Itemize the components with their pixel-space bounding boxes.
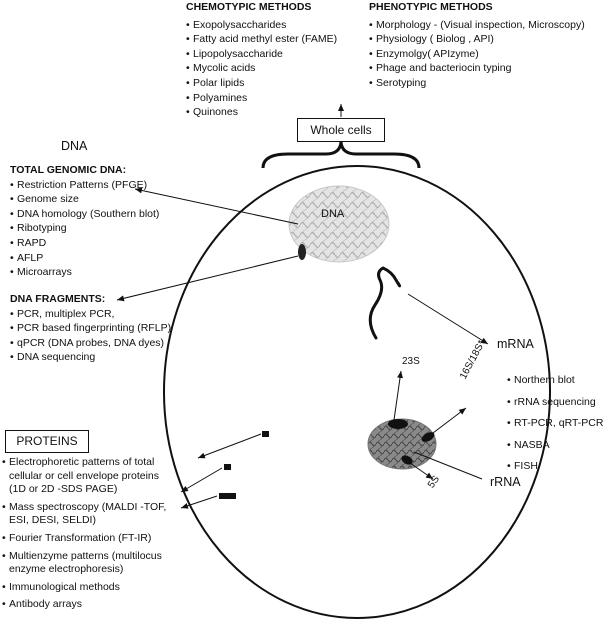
proteins-methods: Electrophoretic patterns of total cellul… [2, 456, 178, 612]
chemotypic-list: Exopolysaccharides Fatty acid methyl est… [186, 18, 356, 120]
dna-core-label: DNA [321, 208, 345, 220]
list-item: Enzymolgy( APIzyme) [369, 47, 609, 62]
list-item: Genome size [10, 192, 190, 207]
phenotypic-list: Morphology - (Visual inspection, Microsc… [369, 18, 609, 91]
dna-fragments-list: PCR, multiplex PCR, PCR based fingerprin… [10, 307, 188, 365]
list-item: Antibody arrays [2, 598, 178, 612]
protein-mark-1 [262, 431, 269, 437]
phenotypic-methods: PHENOTYPIC METHODS Morphology - (Visual … [369, 0, 609, 91]
list-item: Lipopolysaccharide [186, 47, 356, 62]
label-23s: 23S [402, 356, 420, 367]
list-item: Morphology - (Visual inspection, Microsc… [369, 18, 609, 33]
list-item: Polyamines [186, 91, 356, 106]
list-item: Quinones [186, 105, 356, 120]
phenotypic-title: PHENOTYPIC METHODS [369, 1, 493, 13]
rrna-label: rRNA [490, 475, 521, 489]
whole-cells-box: Whole cells [297, 118, 385, 142]
list-item: Fourier Transformation (FT-IR) [2, 532, 178, 546]
list-item: Physiology ( Biolog , API) [369, 32, 609, 47]
dna-fragment-mark [298, 244, 306, 260]
protein-mark-3 [219, 493, 236, 499]
list-item: Serotyping [369, 76, 609, 91]
mrna-list: Northern blot rRNA sequencing RT-PCR, qR… [507, 373, 609, 474]
list-item: Immunological methods [2, 581, 178, 595]
list-item: RAPD [10, 236, 190, 251]
chemotypic-methods: CHEMOTYPIC METHODS Exopolysaccharides Fa… [186, 0, 356, 120]
arrow-5s [409, 462, 434, 480]
arrow-16s [432, 407, 467, 434]
total-genomic-list: Restriction Patterns (PFGE) Genome size … [10, 178, 190, 280]
list-item: PCR, multiplex PCR, [10, 307, 188, 322]
list-item: DNA sequencing [10, 350, 188, 365]
list-item: Polar lipids [186, 76, 356, 91]
whole-cells-brace [261, 141, 421, 169]
ribosome-16s-mark [421, 432, 435, 442]
dna-heading: DNA [61, 139, 88, 153]
protein-mark-2 [224, 464, 231, 470]
ribosome [367, 418, 437, 470]
arrow-to-mrna [407, 293, 489, 345]
chemotypic-title: CHEMOTYPIC METHODS [186, 1, 312, 13]
total-genomic-title: TOTAL GENOMIC DNA: [10, 164, 127, 176]
proteins-list: Electrophoretic patterns of total cellul… [2, 456, 178, 612]
list-item: Microarrays [10, 265, 190, 280]
list-item: RT-PCR, qRT-PCR [507, 416, 609, 431]
list-item: Phage and bacteriocin typing [369, 61, 609, 76]
arrow-protein-3 [180, 495, 218, 509]
arrow-protein-2 [180, 467, 223, 493]
list-item: Mycolic acids [186, 61, 356, 76]
cell-envelope [163, 165, 551, 619]
dna-fragments-title: DNA FRAGMENTS: [10, 293, 106, 305]
list-item: AFLP [10, 251, 190, 266]
arrow-23s [393, 370, 403, 421]
list-item: qPCR (DNA probes, DNA dyes) [10, 336, 188, 351]
list-item: Northern blot [507, 373, 609, 388]
list-item: DNA homology (Southern blot) [10, 207, 190, 222]
arrow-protein-1 [197, 433, 262, 459]
list-item: Multienzyme patterns (multilocus enzyme … [2, 550, 178, 577]
arrow-rrna [413, 451, 483, 480]
list-item: NASBA [507, 438, 609, 453]
mrna-label: mRNA [497, 337, 534, 351]
list-item: Mass spectroscopy (MALDI -TOF, ESI, DESI… [2, 501, 178, 528]
list-item: PCR based fingerprinting (RFLP) [10, 321, 188, 336]
dna-nucleoid [288, 185, 390, 263]
list-item: rRNA sequencing [507, 395, 609, 410]
arrow-to-dna-fragments [116, 255, 299, 302]
list-item: FISH [507, 459, 609, 474]
list-item: Ribotyping [10, 221, 190, 236]
mrna-methods: Northern blot rRNA sequencing RT-PCR, qR… [507, 373, 609, 481]
ribosome-5s-mark [401, 455, 413, 465]
ribosome-23s-mark [388, 419, 408, 429]
list-item: Fatty acid methyl ester (FAME) [186, 32, 356, 47]
list-item: Exopolysaccharides [186, 18, 356, 33]
dna-fragments: DNA FRAGMENTS: PCR, multiplex PCR, PCR b… [10, 292, 188, 365]
list-item: Restriction Patterns (PFGE) [10, 178, 190, 193]
proteins-box: PROTEINS [5, 430, 89, 453]
mrna-strand [368, 266, 402, 340]
total-genomic-dna: TOTAL GENOMIC DNA: Restriction Patterns … [10, 163, 190, 280]
list-item: Electrophoretic patterns of total cellul… [2, 456, 178, 497]
